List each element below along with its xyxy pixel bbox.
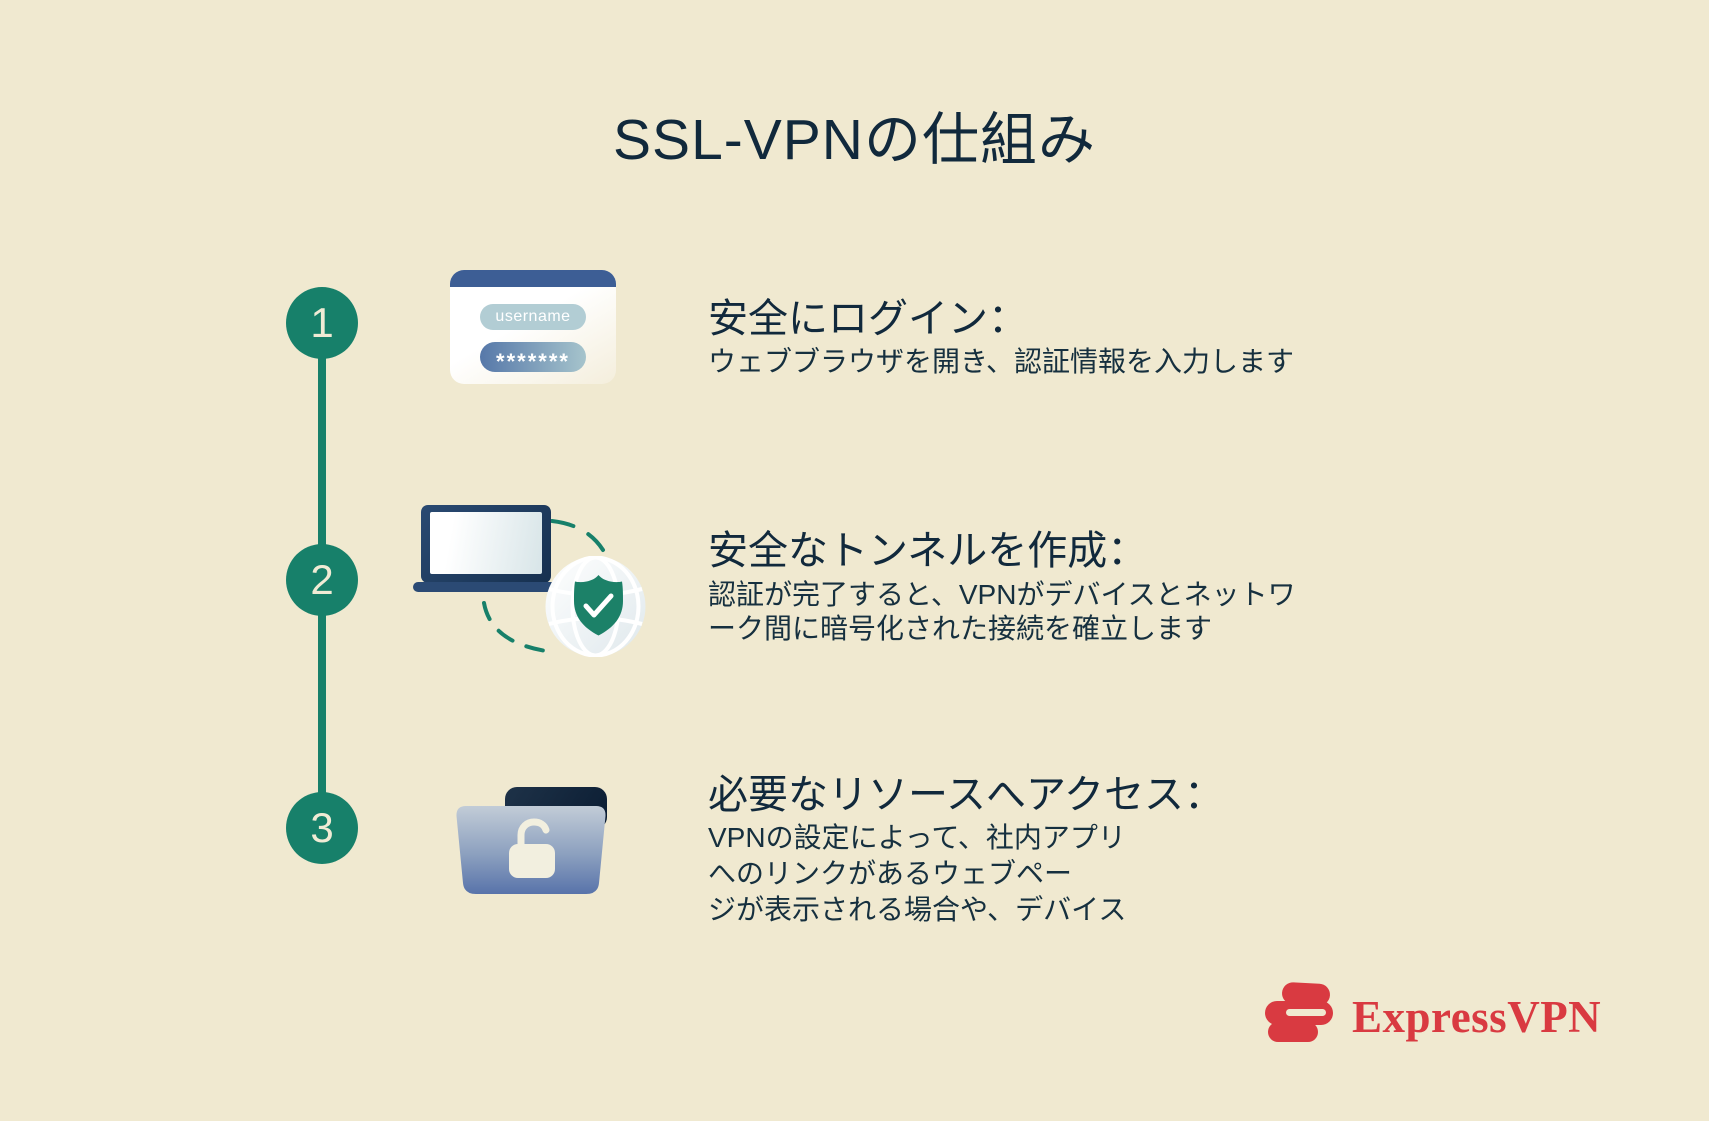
step-2-number: 2 <box>310 556 334 603</box>
expressvpn-logo-icon <box>1265 982 1333 1042</box>
password-field: ******* <box>480 342 586 374</box>
step-3-description-line: ジが表示される場合や、デバイス <box>708 894 1127 925</box>
step-1-description: ウェブブラウザを開き、認証情報を入力します <box>708 344 1294 379</box>
step-2-description-line: ーク間に暗号化された接続を確立します <box>708 613 1213 644</box>
step-1-heading: 安全にログイン： <box>708 297 1028 341</box>
step-2-heading: 安全なトンネルを作成： <box>708 529 1148 573</box>
dashed-connection-arcs-icon <box>482 519 605 653</box>
laptop-icon <box>421 505 551 583</box>
brand-name: ExpressVPN <box>1352 992 1602 1042</box>
step-1-description-line: ウェブブラウザを開き、認証情報を入力します <box>708 346 1295 377</box>
step-2-description-line: 認証が完了すると、VPNがデバイスとネットワ <box>708 579 1296 610</box>
step-3-description-line: へのリンクがあるウェブペー <box>708 858 1073 889</box>
laptop-base <box>413 582 556 592</box>
step-3-number-badge: 3 <box>286 792 358 864</box>
step-1-number-badge: 1 <box>286 287 358 359</box>
login-form-icon: username ******* <box>450 270 616 384</box>
unlocked-padlock-icon <box>509 818 555 878</box>
step-3-description-line: VPNの設定によって、社内アプリ <box>708 822 1126 853</box>
step-3-description: VPNの設定によって、社内アプリ へのリンクがあるウェブペー ジが表示される場合… <box>708 820 1126 928</box>
step-3-heading: 必要なリソースへアクセス： <box>708 773 1224 817</box>
laptop-screen <box>430 512 542 574</box>
step-2-number-badge: 2 <box>286 544 358 616</box>
step-3-number: 3 <box>310 804 334 851</box>
shield-check-icon <box>574 575 623 636</box>
browser-titlebar <box>450 270 616 287</box>
page-title: SSL-VPNの仕組み <box>613 108 1096 172</box>
username-value: username <box>495 308 571 325</box>
username-field: username <box>480 304 586 330</box>
step-2-description: 認証が完了すると、VPNがデバイスとネットワ ーク間に暗号化された接続を確立しま… <box>708 578 1296 646</box>
step-1-number: 1 <box>310 299 334 346</box>
password-value: ******* <box>496 349 570 374</box>
